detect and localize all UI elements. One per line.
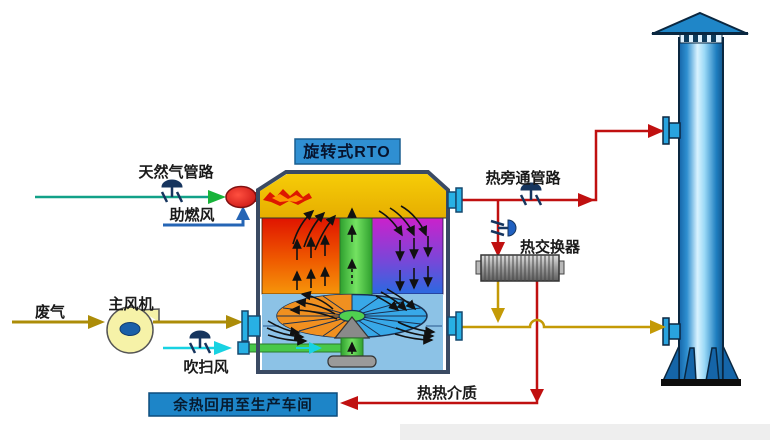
hot-bed xyxy=(261,217,341,295)
right-arrow-icon xyxy=(650,320,666,334)
title-box: 旋转式RTO xyxy=(294,138,401,165)
down-arrow-icon xyxy=(491,242,505,257)
stack-vent-posts xyxy=(684,34,716,42)
fan-hub xyxy=(119,322,141,336)
purge-pipe xyxy=(245,343,342,353)
clean-gas-outlet-flange xyxy=(455,311,463,341)
waste-gas-inlet-flange xyxy=(241,310,249,342)
right-arrow-icon xyxy=(208,190,226,204)
waste-gas-feed xyxy=(12,306,243,354)
combustion-chamber xyxy=(260,174,446,218)
right-arrow-icon xyxy=(648,124,664,138)
vessel-shell xyxy=(256,170,450,374)
right-arrow-icon xyxy=(88,315,105,329)
stack-cap-rim xyxy=(652,32,748,35)
gas-valve-icon xyxy=(160,179,184,203)
right-arrow-icon xyxy=(214,341,232,355)
heat-recovery-box: 余热回用至生产车间 xyxy=(148,392,338,417)
waste-gas-label: 废气 xyxy=(35,303,65,321)
stack-body xyxy=(678,37,724,386)
heat-exchanger xyxy=(475,254,565,282)
exhaust-stack xyxy=(651,11,749,386)
stack-base xyxy=(661,345,741,382)
purge-air-label: 吹扫风 xyxy=(183,358,228,376)
flame-icon xyxy=(263,189,312,206)
heat-exchanger-label: 热交换器 xyxy=(520,238,581,256)
clean-gas-line xyxy=(462,280,666,334)
right-arrow-icon xyxy=(578,193,595,207)
stack-bottom-inlet-flange xyxy=(662,317,681,346)
drive-pedestal xyxy=(327,355,377,368)
flow-arrows xyxy=(266,205,436,354)
burner xyxy=(225,185,257,209)
heat-exchanger-body xyxy=(480,254,560,282)
main-fan-label: 主风机 xyxy=(108,295,153,313)
right-arrow-icon xyxy=(226,315,243,329)
bypass-outlet-flange xyxy=(455,187,463,213)
down-arrow-icon xyxy=(530,389,544,403)
hot-bypass-label: 热旁通管路 xyxy=(485,169,561,187)
combustion-air-label: 助燃风 xyxy=(169,206,214,224)
rto-vessel xyxy=(237,170,463,374)
waste-gas-inlet-nozzle xyxy=(247,315,261,337)
hot-bypass-line xyxy=(460,124,664,257)
heat-exchanger-fins xyxy=(484,255,554,281)
diagram-title: 旋转式RTO xyxy=(302,142,391,161)
heat-recovery-label: 余热回用至生产车间 xyxy=(172,396,313,414)
natural-gas-label: 天然气管路 xyxy=(138,163,214,181)
purge-inlet-nozzle xyxy=(237,341,250,355)
purge-column xyxy=(339,217,373,297)
cold-bed xyxy=(371,217,444,295)
stack-base-plate xyxy=(661,379,741,386)
purge-valve-icon xyxy=(188,330,212,354)
left-arrow-icon xyxy=(340,396,358,410)
hx-inlet-valve-icon xyxy=(490,219,517,237)
background-shade xyxy=(400,424,770,440)
stack-top-inlet-flange xyxy=(662,116,681,145)
purge-air-line xyxy=(163,330,232,355)
clean-gas-outlet-nozzle xyxy=(447,316,457,336)
burner-train xyxy=(35,179,260,227)
stack-rain-cap xyxy=(651,11,749,35)
down-arrow-icon xyxy=(491,308,505,323)
bypass-valve-icon xyxy=(519,182,543,206)
heat-medium-label: 热热介质 xyxy=(417,384,477,402)
clean-gas-pipe xyxy=(462,318,652,329)
bypass-outlet-nozzle xyxy=(447,191,457,209)
up-arrow-icon xyxy=(236,206,250,220)
